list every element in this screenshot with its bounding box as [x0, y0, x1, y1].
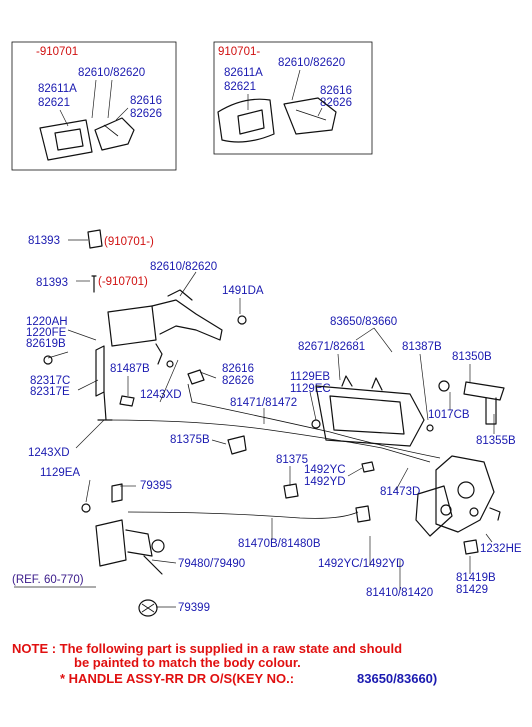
label-81487b: 81487B: [110, 363, 150, 375]
label-82626: 82626: [222, 375, 254, 387]
door-lock-knob-icon: [87, 229, 103, 249]
note-line-2: be painted to match the body colour.: [74, 655, 301, 670]
label-81429: 81429: [456, 584, 488, 596]
cable-rod-icon: [187, 383, 441, 459]
door-hinge-icon: [81, 483, 165, 575]
inset-left-date: -910701: [36, 46, 78, 58]
inset-left-label-82626: 82626: [130, 108, 162, 120]
note-line-3: * HANDLE ASSY-RR DR O/S(KEY NO.:: [60, 671, 294, 686]
inset-left-label-82611a: 82611A: [38, 83, 77, 95]
label-910701-after: (910701-): [104, 236, 154, 248]
lock-bracket-icon: [95, 345, 105, 397]
label-910701-before: (-910701): [98, 276, 148, 288]
label-82619b: 82619B: [26, 338, 66, 350]
label-81410-81420: 81410/81420: [366, 587, 433, 599]
label-1129eb: 1129EB: [290, 371, 330, 383]
inset-left-label-82621: 82621: [38, 97, 70, 109]
label-1129ea: 1129EA: [40, 467, 80, 479]
label-81387b: 81387B: [402, 341, 442, 353]
note-key-numbers: 83650/83660): [357, 671, 437, 686]
inset-left-label-82610: 82610/82620: [78, 67, 145, 79]
label-1243xd-a: 1243XD: [140, 389, 182, 401]
label-81393-b: 81393: [36, 277, 68, 289]
leader-lines: [14, 239, 495, 608]
label-ref-60-770: (REF. 60-770): [12, 574, 84, 586]
striker-bracket-icon: [438, 380, 505, 425]
label-1492yd-a: 1492YD: [304, 476, 346, 488]
inset-right-label-82621: 82621: [224, 81, 256, 93]
inset-right-label-82611a: 82611A: [224, 67, 263, 79]
inset-left-label-82616: 82616: [130, 95, 162, 107]
label-1243xd-b: 1243XD: [28, 447, 70, 459]
inset-right-label-82610: 82610/82620: [278, 57, 345, 69]
label-1232he: 1232HE: [480, 543, 522, 555]
label-1017cb: 1017CB: [428, 409, 470, 421]
note-line-1: NOTE : The following part is supplied in…: [12, 641, 402, 656]
lock-rod-icon: [91, 275, 97, 293]
inset-old-handle: -910701 82610/82620 82611A 82621 82616 8…: [11, 41, 177, 171]
door-handle-icon: [107, 305, 157, 347]
label-82317c: 82317C: [30, 375, 70, 387]
label-81470b-81480b: 81470B/81480B: [238, 538, 321, 550]
latch-cover-icon: [463, 539, 479, 555]
label-82317e: 82317E: [30, 386, 70, 398]
label-82610-82620: 82610/82620: [150, 261, 217, 273]
label-82616: 82616: [222, 363, 254, 375]
label-82671-82681: 82671/82681: [298, 341, 365, 353]
label-81355b: 81355B: [476, 435, 516, 447]
callout-labels: 81393 (910701-) 82610/82620 81393 (-9107…: [12, 235, 522, 614]
cable-rod-icon: [105, 419, 431, 463]
door-handle-icon: [39, 79, 135, 161]
inset-right-date: 910701-: [218, 46, 260, 58]
label-81471-81472: 81471/81472: [230, 397, 297, 409]
inset-new-handle: 910701- 82610/82620 82611A 82621 82616 8…: [213, 41, 373, 155]
outer-door-handle-icon: [311, 375, 434, 447]
label-79395: 79395: [140, 480, 172, 492]
label-81473d: 81473D: [380, 486, 420, 498]
label-81350b: 81350B: [452, 351, 492, 363]
cable-rod-icon: [127, 511, 359, 519]
label-1491da: 1491DA: [222, 285, 264, 297]
label-83650-83660: 83650/83660: [330, 316, 397, 328]
label-81375: 81375: [276, 454, 308, 466]
label-79399: 79399: [178, 602, 210, 614]
rod-clip-icon: [227, 435, 247, 455]
inset-right-label-82616: 82616: [320, 85, 352, 97]
label-81393-a: 81393: [28, 235, 60, 247]
label-1220ah: 1220AH: [26, 316, 68, 328]
label-1220fe: 1220FE: [26, 327, 67, 339]
label-79480-79490: 79480/79490: [178, 558, 245, 570]
door-latch-icon: [415, 455, 501, 537]
hinge-cap-icon: [138, 599, 158, 617]
paint-note: NOTE : The following part is supplied in…: [12, 641, 437, 686]
label-1492yc-1492yd: 1492YC/1492YD: [318, 558, 404, 570]
label-1492yc-a: 1492YC: [304, 464, 346, 476]
door-lock-assembly: [43, 229, 505, 617]
label-81419b: 81419B: [456, 572, 496, 584]
label-81375b: 81375B: [170, 434, 210, 446]
door-handle-icon: [217, 69, 337, 143]
rod-clip-icon: [283, 483, 299, 499]
